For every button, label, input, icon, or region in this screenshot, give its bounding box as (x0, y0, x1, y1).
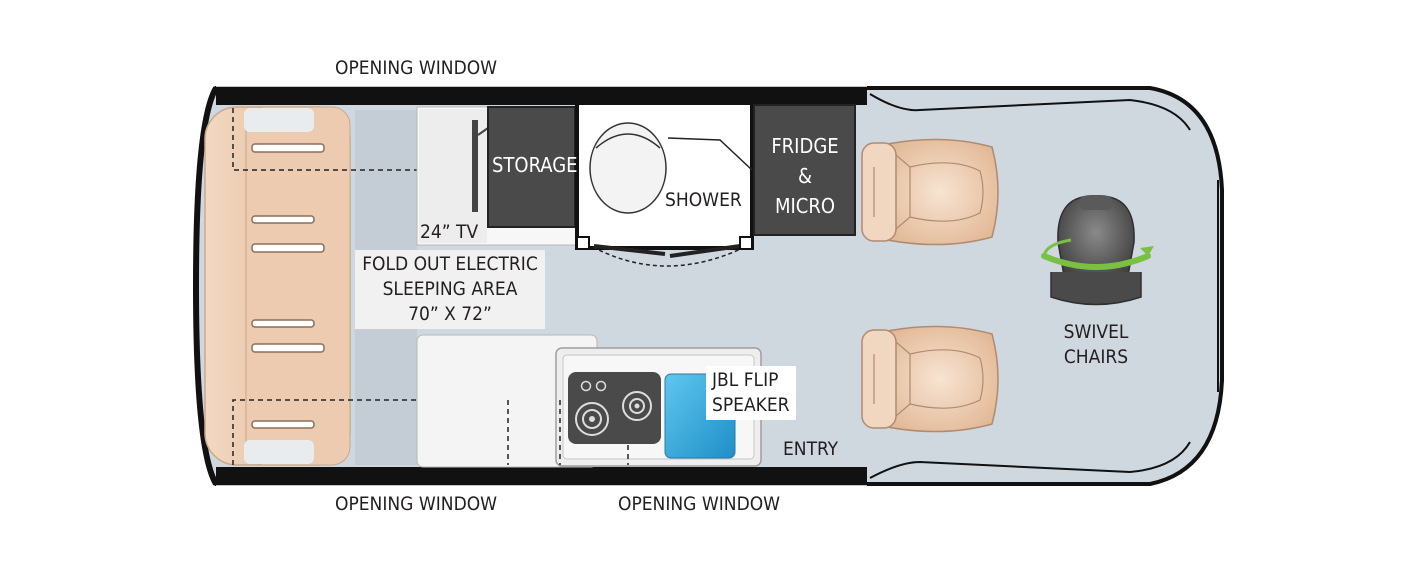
sleeping-line3: 70” X 72” (408, 303, 492, 325)
tv-icon (472, 120, 489, 212)
shower-label: SHOWER (665, 189, 742, 211)
fridge-label: FRIDGE (771, 134, 839, 158)
cooktop-icon (568, 372, 661, 444)
storage-cabinet (487, 106, 576, 228)
opening-window-bottom-left-label: OPENING WINDOW (335, 493, 498, 515)
swivel-line1: SWIVEL (1063, 321, 1129, 343)
sleeping-line1: FOLD OUT ELECTRIC (362, 253, 538, 275)
sofa-bed-icon (204, 106, 560, 466)
swivel-line2: CHAIRS (1063, 346, 1129, 368)
opening-window-bottom-right-label: OPENING WINDOW (618, 493, 781, 515)
entry-label: ENTRY (783, 438, 839, 460)
walls (192, 85, 1219, 487)
sleeping-line2: SLEEPING AREA (382, 278, 518, 300)
fridge-micro-cabinet (753, 104, 856, 236)
tv-label: 24” TV (420, 221, 479, 243)
toilet-icon (589, 122, 667, 214)
fridge-amp-label: & (797, 164, 813, 188)
swivel-arrow-icon (1041, 195, 1154, 306)
opening-window-top-label: OPENING WINDOW (335, 57, 498, 79)
speaker-line2: SPEAKER (712, 394, 790, 416)
swivel-chairs-label: SWIVEL CHAIRS (1056, 320, 1136, 370)
fridge-micro-label: FRIDGE & MICRO (760, 131, 850, 221)
sleeping-area-label: FOLD OUT ELECTRIC SLEEPING AREA 70” X 72… (355, 250, 545, 329)
speaker-label: JBL FLIP SPEAKER (706, 366, 796, 420)
speaker-line1: JBL FLIP (712, 369, 779, 391)
cab-seat-icon (861, 138, 999, 433)
storage-label: STORAGE (492, 153, 578, 177)
micro-label: MICRO (774, 194, 836, 218)
